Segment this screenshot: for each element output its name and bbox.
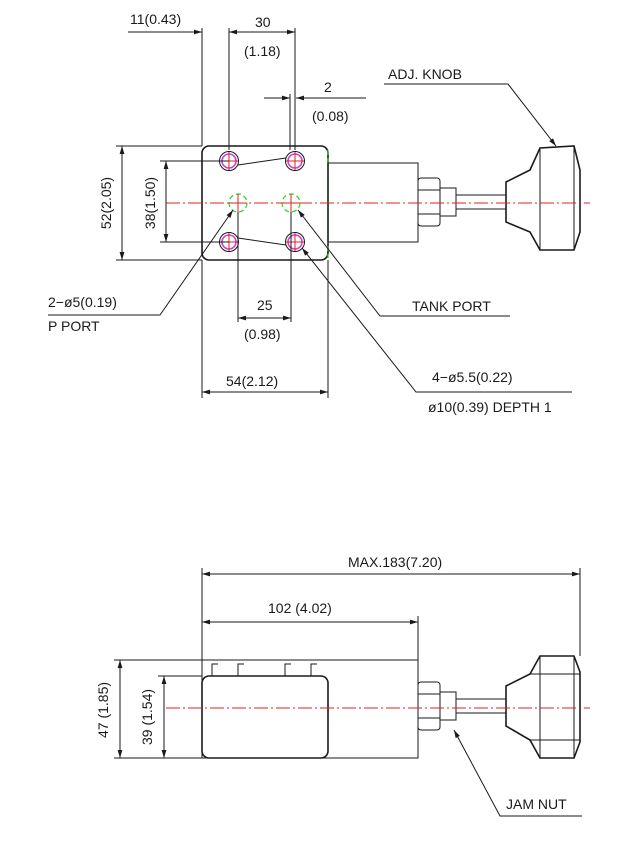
dim-max-183: MAX.183(7.20) (348, 554, 442, 570)
dim-38: 38(1.50) (142, 177, 158, 229)
dim-25-inch: (0.98) (244, 326, 281, 342)
dim-25-value: 25 (257, 297, 273, 313)
adj-knob-label: ADJ. KNOB (388, 66, 462, 82)
dim-52: 52(2.05) (98, 177, 114, 229)
dim-30-inch: (1.18) (244, 43, 281, 59)
jam-nut-shape (417, 681, 441, 731)
nut (417, 177, 441, 227)
side-plate (201, 675, 329, 759)
p-port-circle (228, 193, 248, 213)
side-body (201, 659, 419, 759)
dim-2-inch: (0.08) (312, 108, 349, 124)
dim-47: 47 (1.85) (95, 682, 111, 738)
mount-hole-tr (285, 151, 305, 171)
holes-dim: 4−ø5.5(0.22) (432, 369, 513, 385)
top-view: 11(0.43) 30 (1.18) 2 (0.08) ADJ. KNOB 52… (48, 11, 590, 415)
counterbore-dim: ø10(0.39) DEPTH 1 (428, 399, 552, 415)
dim-39: 39 (1.54) (139, 689, 155, 745)
stem-thread (439, 187, 457, 217)
dim-2-value: 2 (324, 79, 332, 95)
jam-nut-label: JAM NUT (506, 796, 567, 812)
tank-port-label: TANK PORT (412, 298, 491, 314)
dim-30-value: 30 (255, 14, 271, 30)
mount-hole-br (285, 232, 305, 252)
dim-102: 102 (4.02) (268, 600, 332, 616)
dim-54: 54(2.12) (226, 373, 278, 389)
dim-11: 11(0.43) (130, 11, 181, 27)
p-port-dim: 2−ø5(0.19) (48, 294, 117, 310)
p-port-label: P PORT (48, 318, 100, 334)
side-view: MAX.183(7.20) 102 (4.02) 47 (1.85) 39 (1… (95, 554, 590, 817)
side-stem-thread (439, 691, 457, 721)
adj-knob-shape (505, 145, 581, 251)
side-knob (505, 655, 581, 759)
tank-port-circle (281, 193, 301, 213)
